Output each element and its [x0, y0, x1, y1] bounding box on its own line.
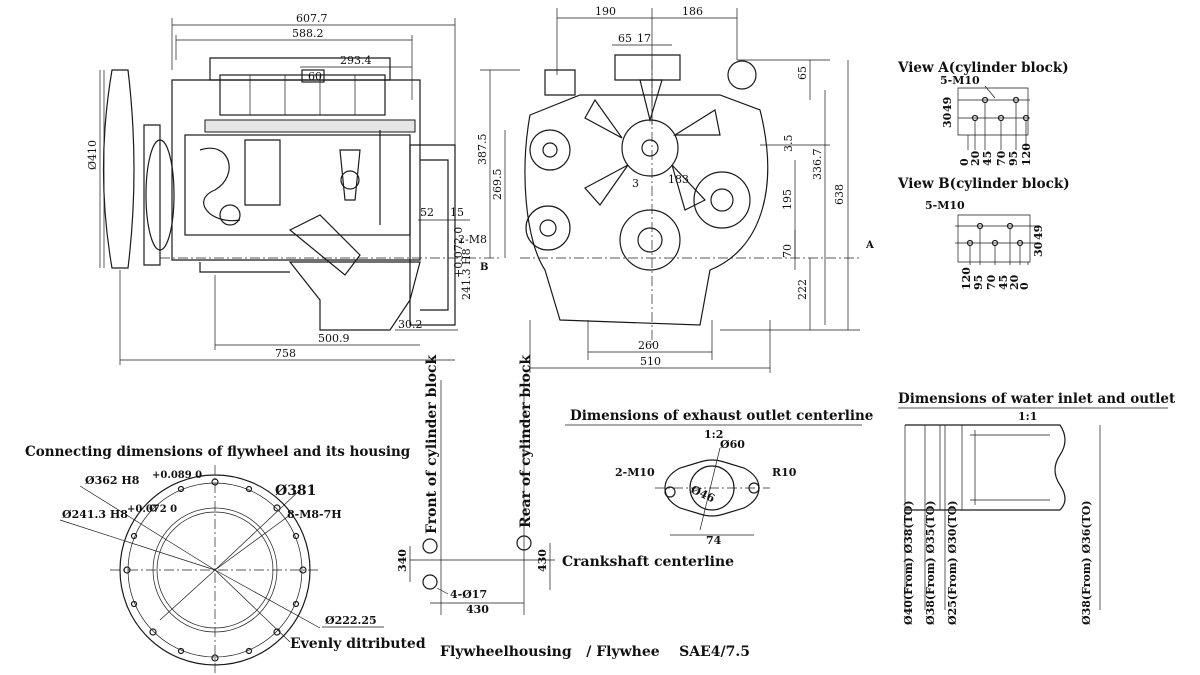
- exhaust-thread: 2-M10: [615, 466, 655, 479]
- water-d3: Ø25(From) Ø30(TO): [946, 500, 959, 625]
- fly-d241-tol: +0.072 0: [127, 504, 177, 515]
- water-scale: 1:1: [1018, 410, 1037, 423]
- view-a-title: View A(cylinder block): [897, 60, 1069, 76]
- view-a-h45: 45: [981, 151, 994, 166]
- fly-d381: Ø381: [275, 483, 316, 499]
- water-d4: Ø38(From) Ø36(TO): [1080, 500, 1093, 625]
- view-b-h0: 0: [1018, 282, 1031, 290]
- crankshaft-label: Crankshaft centerline: [562, 554, 734, 570]
- exhaust-scale: 1:2: [704, 428, 723, 441]
- view-a-h20: 20: [969, 150, 982, 166]
- view-a-v49: 49: [941, 97, 954, 112]
- dim-183-left: 3: [632, 177, 639, 190]
- exhaust-w74: 74: [706, 534, 722, 547]
- side-view: 190 186 65 17 3 183 65 3.: [520, 5, 874, 373]
- dim-v65: 65: [796, 66, 809, 80]
- water-section: Dimensions of water inlet and outlet 1:1…: [898, 391, 1176, 625]
- rear-block-label: Rear of cylinder block: [518, 355, 534, 528]
- view-a-h0: 0: [958, 158, 971, 166]
- view-a: View A(cylinder block) 5-M10 0 20 45 70 …: [897, 60, 1069, 166]
- block-reference: Front of cylinder block Rear of cylinder…: [396, 354, 734, 616]
- block-v340: 340: [396, 549, 409, 572]
- view-a-h95: 95: [1007, 151, 1020, 166]
- footer-caption: Flywheelhousing / Flywhee SAE4/7.5: [440, 644, 750, 660]
- water-title: Dimensions of water inlet and outlet: [898, 391, 1176, 407]
- front-view: 607.7 588.2 293.4 Ø410 60: [86, 12, 520, 365]
- flywheel-title: Connecting dimensions of flywheel and it…: [25, 444, 411, 460]
- block-h430: 430: [466, 603, 489, 616]
- flywheel-section: Connecting dimensions of flywheel and it…: [25, 444, 426, 675]
- view-b-h95: 95: [972, 275, 985, 290]
- block-holes: 4-Ø17: [450, 588, 487, 601]
- dim-186: 186: [682, 5, 703, 18]
- dim-dia-410: Ø410: [86, 140, 99, 170]
- view-b-v30: 30: [1032, 241, 1045, 257]
- fly-d362: Ø362 H8: [85, 474, 140, 487]
- view-b-h120: 120: [960, 267, 973, 290]
- dim-65: 65: [618, 32, 632, 45]
- dim-190: 190: [595, 5, 616, 18]
- fly-distributed: Evenly ditributed: [290, 636, 426, 652]
- dim-500-9: 500.9: [318, 332, 350, 345]
- dim-260: 260: [638, 339, 659, 352]
- dim-3-5: 3.5: [782, 135, 795, 153]
- exhaust-title: Dimensions of exhaust outlet centerline: [570, 408, 873, 424]
- dim-52: 52: [420, 206, 434, 219]
- dim-30-2: 30.2: [398, 318, 423, 331]
- housing-tol: +0.072 0: [452, 227, 465, 278]
- label-b: B: [480, 262, 488, 273]
- dim-70: 70: [781, 244, 794, 258]
- exhaust-r10: R10: [772, 466, 797, 479]
- dim-195: 195: [781, 189, 794, 210]
- fly-d362-tol: +0.089 0: [152, 470, 202, 481]
- thread-2-m8: 2-M8: [458, 233, 487, 246]
- fly-d222: Ø222.25: [325, 614, 377, 627]
- view-b-h45: 45: [997, 275, 1010, 290]
- block-v430: 430: [536, 549, 549, 572]
- dim-607-7: 607.7: [296, 12, 328, 25]
- dim-222: 222: [796, 279, 809, 300]
- dim-510: 510: [640, 355, 661, 368]
- water-d1: Ø40(From) Ø38(TO): [902, 500, 915, 625]
- view-a-h70: 70: [995, 150, 1008, 166]
- front-block-label: Front of cylinder block: [424, 354, 440, 534]
- dim-588-2: 588.2: [292, 27, 324, 40]
- dim-638: 638: [833, 184, 846, 205]
- view-b: View B(cylinder block) 5-M10 120 95 70 4…: [897, 176, 1070, 290]
- housing-dia: 241.3 H8: [460, 248, 473, 300]
- dim-336-7: 336.7: [811, 149, 824, 181]
- exhaust-d60: Ø60: [720, 438, 745, 451]
- dim-293-4: 293.4: [340, 54, 372, 67]
- view-a-h120: 120: [1020, 143, 1033, 166]
- view-a-thread: 5-M10: [940, 74, 980, 87]
- label-a: A: [865, 240, 874, 251]
- view-b-h70: 70: [985, 274, 998, 290]
- view-b-thread: 5-M10: [925, 199, 965, 212]
- water-d2: Ø38(From) Ø35(TO): [924, 500, 937, 625]
- view-b-title: View B(cylinder block): [897, 176, 1070, 192]
- dim-17: 17: [637, 32, 651, 45]
- dim-269-5: 269.5: [491, 169, 504, 201]
- dim-183: 183: [668, 173, 689, 186]
- view-b-h20: 20: [1008, 274, 1021, 290]
- dim-15: 15: [450, 206, 464, 219]
- exhaust-d46: Ø46: [689, 483, 717, 505]
- view-a-v30: 30: [941, 112, 954, 128]
- fly-d241: Ø241.3 H8: [62, 508, 128, 521]
- fly-thread: 8-M8-7H: [287, 508, 342, 521]
- exhaust-section: Dimensions of exhaust outlet centerline …: [565, 408, 873, 547]
- dim-387-5: 387.5: [476, 134, 489, 166]
- dim-60: 60: [308, 70, 322, 83]
- view-b-v49: 49: [1032, 225, 1045, 240]
- dim-758: 758: [275, 347, 296, 360]
